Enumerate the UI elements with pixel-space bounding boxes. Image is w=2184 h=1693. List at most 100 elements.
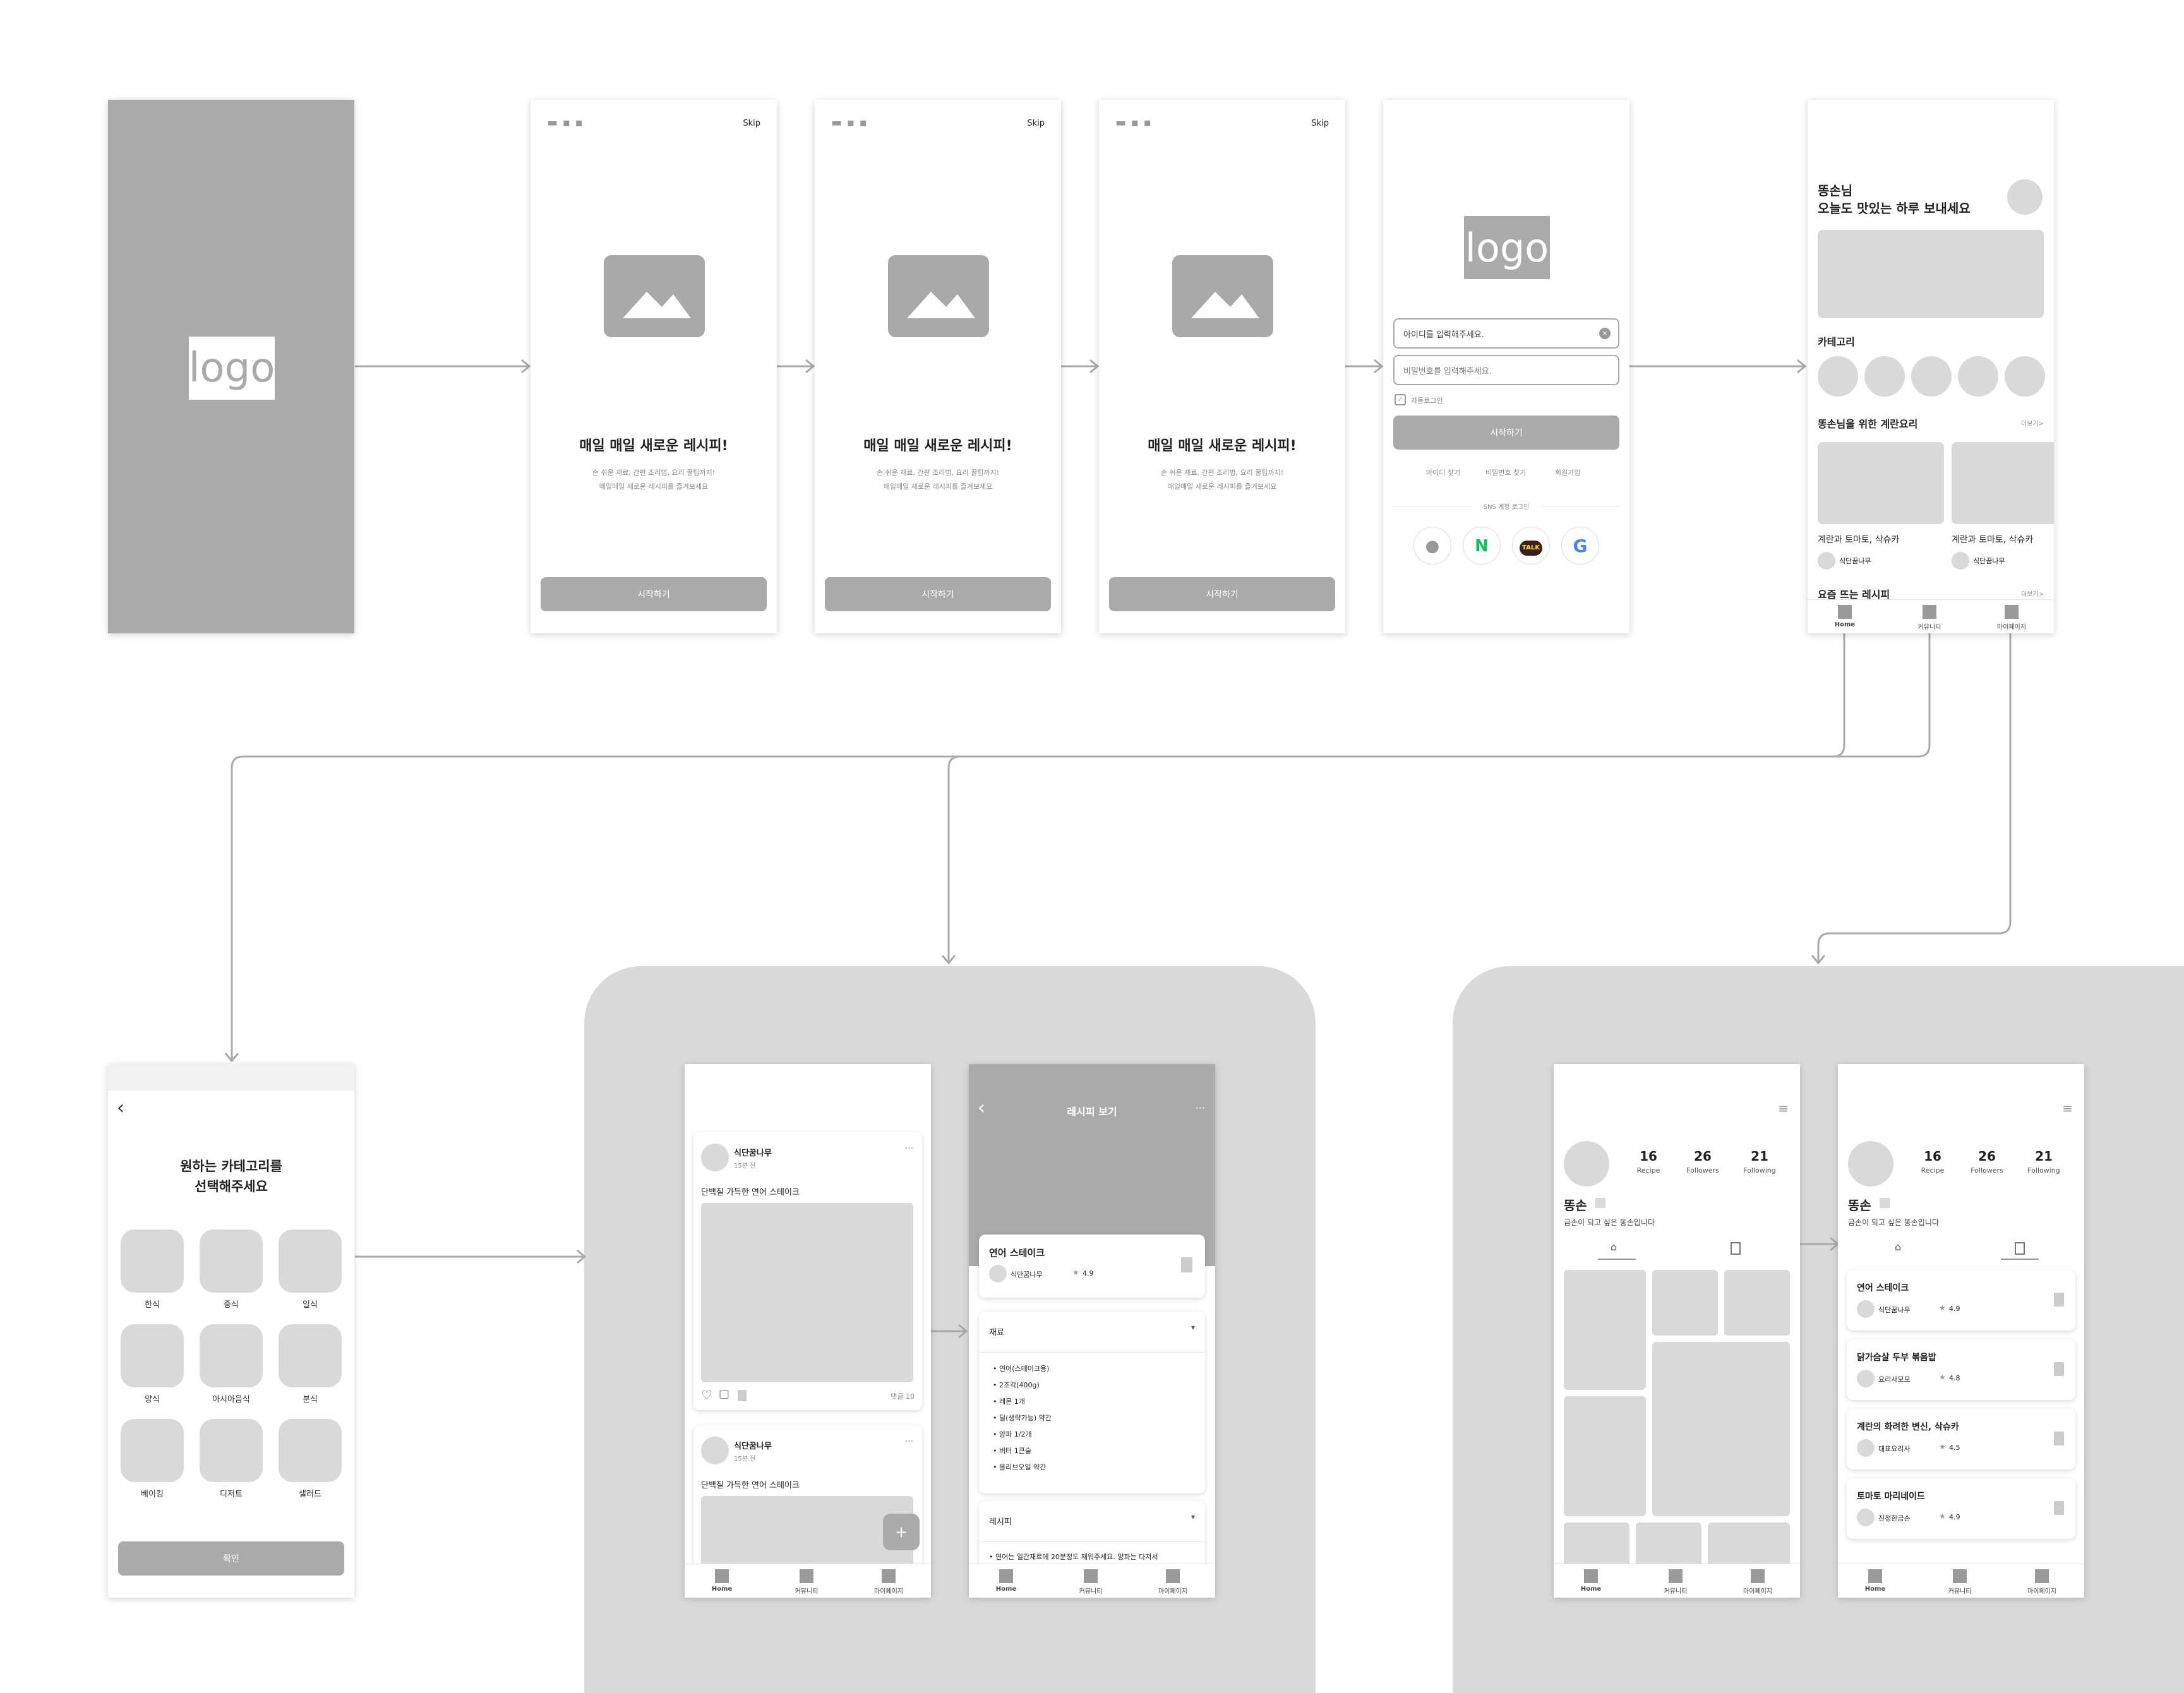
recipe-thumbnail[interactable] bbox=[1952, 442, 2054, 524]
nav-community[interactable]: 커뮤니티 bbox=[1647, 1569, 1704, 1595]
google-login-icon[interactable]: G bbox=[1561, 527, 1599, 565]
more-icon[interactable]: ··· bbox=[904, 1437, 913, 1447]
start-button[interactable]: 시작하기 bbox=[825, 577, 1051, 611]
menu-icon[interactable]: ≡ bbox=[1778, 1101, 1789, 1116]
category-circle[interactable] bbox=[1958, 356, 1998, 397]
bookmark-icon[interactable] bbox=[2054, 1501, 2064, 1515]
back-icon[interactable]: ‹ bbox=[117, 1097, 124, 1119]
find-id-link[interactable]: 아이디 찾기 bbox=[1426, 469, 1461, 477]
confirm-button[interactable]: 확인 bbox=[118, 1541, 344, 1576]
saved-recipe-card[interactable]: 연어 스테이크 식단꿈나무 ★ 4.9 bbox=[1847, 1270, 2075, 1331]
post-card[interactable]: 식단꿈나무 15분 전 ··· 단백질 가득한 연어 스테이크 ♡ ▢ 댓글 1… bbox=[693, 1132, 922, 1410]
checkbox-icon[interactable]: ✓ bbox=[1395, 394, 1406, 405]
category-label: 한식 bbox=[145, 1300, 160, 1310]
category-circle[interactable] bbox=[1864, 356, 1905, 397]
comment-icon[interactable]: ▢ bbox=[719, 1387, 730, 1401]
nav-mypage[interactable]: 마이페이지 bbox=[2013, 1569, 2070, 1595]
category-circle[interactable] bbox=[1818, 356, 1858, 397]
skip-button[interactable]: Skip bbox=[1311, 119, 1329, 128]
banner[interactable] bbox=[1818, 230, 2044, 318]
grid-tab-icon[interactable]: ⌂ bbox=[1611, 1241, 1617, 1253]
find-pw-link[interactable]: 비밀번호 찾기 bbox=[1485, 469, 1527, 477]
nav-mypage[interactable]: 마이페이지 bbox=[1729, 1569, 1786, 1595]
category-tile[interactable] bbox=[121, 1419, 184, 1482]
nav-home[interactable]: Home bbox=[1816, 605, 1873, 628]
clear-icon[interactable]: × bbox=[1599, 328, 1611, 339]
post-card[interactable]: 식단꿈나무 15분 전 ··· 단백질 가득한 연어 스테이크 bbox=[693, 1425, 922, 1584]
heart-icon[interactable]: ♡ bbox=[701, 1387, 712, 1403]
category-circle[interactable] bbox=[1911, 356, 1952, 397]
nav-home[interactable]: Home bbox=[693, 1569, 750, 1593]
image-placeholder bbox=[604, 255, 705, 337]
category-circle[interactable] bbox=[2005, 356, 2045, 397]
following-count[interactable]: 21 bbox=[2035, 1149, 2053, 1164]
apple-login-icon[interactable]: ● bbox=[1413, 527, 1451, 565]
bookmark-tab-icon[interactable] bbox=[1731, 1242, 1741, 1255]
home-icon bbox=[1868, 1569, 1882, 1583]
followers-count[interactable]: 26 bbox=[1694, 1149, 1712, 1164]
nav-community[interactable]: 커뮤니티 bbox=[1901, 605, 1958, 631]
category-tile[interactable] bbox=[121, 1229, 184, 1293]
category-tile[interactable] bbox=[279, 1229, 342, 1293]
nav-community[interactable]: 커뮤니티 bbox=[1931, 1569, 1988, 1595]
password-field[interactable]: 비밀번호를 입력해주세요. bbox=[1393, 355, 1619, 385]
nav-community[interactable]: 커뮤니티 bbox=[1062, 1569, 1119, 1595]
nav-community[interactable]: 커뮤니티 bbox=[778, 1569, 835, 1595]
followers-count[interactable]: 26 bbox=[1978, 1149, 1996, 1164]
image-placeholder bbox=[888, 255, 989, 337]
category-tile[interactable] bbox=[200, 1324, 263, 1387]
more-link[interactable]: 더보기> bbox=[2021, 421, 2044, 428]
grid-item[interactable] bbox=[1564, 1396, 1646, 1516]
grid-item[interactable] bbox=[1652, 1270, 1718, 1336]
nav-home[interactable]: Home bbox=[1847, 1569, 1904, 1593]
greeting: 오늘도 맛있는 하루 보내세요 bbox=[1818, 201, 1971, 216]
more-icon[interactable]: ··· bbox=[904, 1144, 913, 1154]
ingredient-item: • 2조각(400g) bbox=[993, 1381, 1040, 1389]
saved-recipe-card[interactable]: 닭가슴살 두부 볶음밥 요리사모모 ★ 4.8 bbox=[1847, 1339, 2075, 1400]
menu-icon[interactable]: ≡ bbox=[2062, 1101, 2073, 1116]
back-icon[interactable]: ‹ bbox=[978, 1097, 985, 1119]
grid-item[interactable] bbox=[1652, 1342, 1790, 1516]
recipe-title: 토마토 마리네이드 bbox=[1857, 1492, 1925, 1502]
nav-mypage[interactable]: 마이페이지 bbox=[860, 1569, 917, 1595]
start-button[interactable]: 시작하기 bbox=[1109, 577, 1335, 611]
login-button[interactable]: 시작하기 bbox=[1393, 416, 1619, 450]
chevron-down-icon[interactable]: ▾ bbox=[1191, 1512, 1195, 1521]
category-tile[interactable] bbox=[279, 1419, 342, 1482]
more-link[interactable]: 더보기> bbox=[2021, 591, 2044, 598]
category-tile[interactable] bbox=[200, 1229, 263, 1293]
category-tile[interactable] bbox=[200, 1419, 263, 1482]
chevron-down-icon[interactable]: ▾ bbox=[1191, 1323, 1195, 1332]
post-image[interactable] bbox=[701, 1203, 913, 1382]
bookmark-icon[interactable] bbox=[2054, 1362, 2064, 1376]
nav-mypage[interactable]: 마이페이지 bbox=[1983, 605, 2040, 631]
more-icon[interactable]: ··· bbox=[1195, 1102, 1205, 1114]
bookmark-icon[interactable] bbox=[2054, 1432, 2064, 1445]
signup-link[interactable]: 회원가입 bbox=[1555, 469, 1581, 477]
bookmark-icon[interactable] bbox=[738, 1390, 747, 1401]
recipe-thumbnail[interactable] bbox=[1818, 442, 1944, 524]
bookmark-tab-icon[interactable] bbox=[2015, 1242, 2025, 1255]
saved-recipe-card[interactable]: 토마토 마리네이드 진정한금손 ★ 4.9 bbox=[1847, 1478, 2075, 1539]
nav-mypage[interactable]: 마이페이지 bbox=[1144, 1569, 1201, 1595]
nav-home[interactable]: Home bbox=[978, 1569, 1035, 1593]
start-button[interactable]: 시작하기 bbox=[541, 577, 767, 611]
id-field[interactable]: 아이디를 입력해주세요. × bbox=[1393, 318, 1619, 349]
avatar[interactable] bbox=[2007, 179, 2043, 215]
grid-item[interactable] bbox=[1564, 1270, 1646, 1390]
skip-button[interactable]: Skip bbox=[743, 119, 760, 128]
following-count[interactable]: 21 bbox=[1751, 1149, 1768, 1164]
add-post-button[interactable]: + bbox=[883, 1514, 920, 1550]
grid-item[interactable] bbox=[1724, 1270, 1790, 1336]
nav-home[interactable]: Home bbox=[1563, 1569, 1619, 1593]
category-tile[interactable] bbox=[279, 1324, 342, 1387]
bookmark-icon[interactable] bbox=[2054, 1293, 2064, 1307]
kakao-login-icon[interactable]: TALK bbox=[1512, 527, 1550, 565]
naver-login-icon[interactable]: N bbox=[1463, 527, 1501, 565]
bookmark-icon[interactable] bbox=[1181, 1257, 1192, 1272]
community-icon bbox=[1084, 1569, 1098, 1583]
grid-tab-icon[interactable]: ⌂ bbox=[1895, 1241, 1902, 1253]
saved-recipe-card[interactable]: 계란의 화려한 변신, 삭슈카 대표요리사 ★ 4.5 bbox=[1847, 1409, 2075, 1469]
skip-button[interactable]: Skip bbox=[1027, 119, 1045, 128]
category-tile[interactable] bbox=[121, 1324, 184, 1387]
